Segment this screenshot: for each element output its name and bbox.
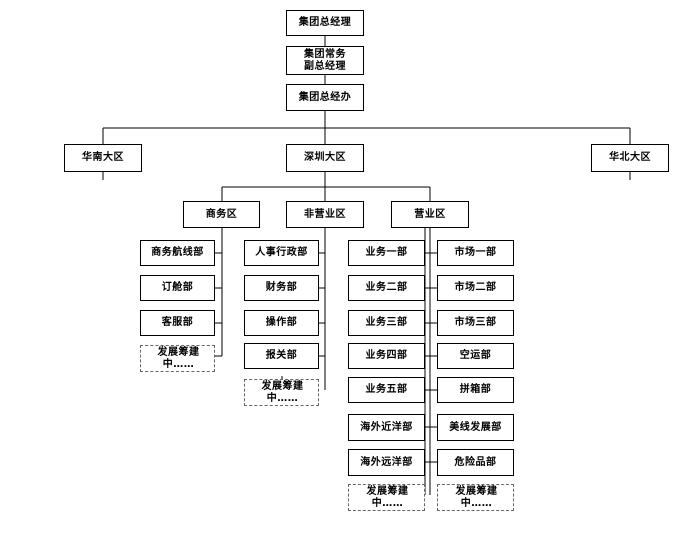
business-dept-label: 客服部 bbox=[161, 317, 194, 328]
business-dept-box: 商务航线部 bbox=[140, 240, 215, 266]
region-shenzhen-label: 深圳大区 bbox=[304, 152, 346, 163]
market-dept-label: 空运部 bbox=[459, 350, 492, 361]
market-dept-box: 市场一部 bbox=[437, 240, 514, 266]
market-dept-box: 市场三部 bbox=[437, 310, 514, 336]
sales-dept-box: 业务二部 bbox=[348, 275, 425, 301]
division-business-label: 商务区 bbox=[205, 208, 238, 220]
market-developing-box: 发展筹建中…… bbox=[437, 484, 514, 511]
market-dept-box: 拼箱部 bbox=[437, 377, 514, 403]
region-south-box: 华南大区 bbox=[64, 144, 142, 172]
non-sales-dept-label: 财务部 bbox=[265, 282, 298, 293]
vp-box: 集团常务 副总经理 bbox=[286, 46, 364, 75]
non-sales-dept-label: 报关部 bbox=[265, 350, 298, 361]
market-dept-label: 市场二部 bbox=[454, 282, 497, 293]
ceo-label: 集团总经理 bbox=[298, 17, 352, 28]
division-sales-box: 营业区 bbox=[391, 201, 469, 228]
sales-dept-label: 业务一部 bbox=[365, 247, 408, 258]
market-dept-label: 拼箱部 bbox=[459, 384, 492, 395]
market-dept-box: 美线发展部 bbox=[437, 414, 514, 441]
market-dept-box: 市场二部 bbox=[437, 275, 514, 301]
market-dept-label: 市场一部 bbox=[454, 247, 497, 258]
sales-dept-box: 海外近洋部 bbox=[348, 414, 425, 441]
market-dept-label: 美线发展部 bbox=[449, 421, 502, 433]
developing-label: 发展筹建中…… bbox=[366, 485, 409, 509]
business-dept-box: 客服部 bbox=[140, 310, 215, 336]
market-dept-label: 危险品部 bbox=[454, 456, 497, 468]
business-dept-label: 商务航线部 bbox=[151, 247, 204, 258]
vp-label-line2: 副总经理 bbox=[304, 60, 346, 72]
market-dept-box: 危险品部 bbox=[437, 449, 514, 476]
non-sales-dept-box: 财务部 bbox=[244, 275, 319, 301]
office-box: 集团总经办 bbox=[286, 84, 364, 111]
office-label: 集团总经办 bbox=[298, 91, 352, 103]
sales-dept-label: 海外远洋部 bbox=[360, 456, 413, 468]
sales-dept-box: 海外远洋部 bbox=[348, 449, 425, 476]
non-sales-dept-label: 人事行政部 bbox=[255, 247, 308, 258]
non-sales-developing-box: 发展筹建中…… bbox=[244, 379, 319, 406]
non-sales-dept-box: 操作部 bbox=[244, 310, 319, 336]
sales-dept-label: 业务四部 bbox=[365, 350, 408, 361]
developing-label: 发展筹建中…… bbox=[261, 380, 304, 404]
division-non-sales-box: 非营业区 bbox=[286, 201, 364, 228]
division-business-box: 商务区 bbox=[183, 201, 260, 228]
developing-label: 发展筹建中…… bbox=[455, 485, 498, 509]
sales-dept-label: 业务三部 bbox=[365, 317, 408, 328]
sales-dept-box: 业务四部 bbox=[348, 343, 425, 369]
ceo-box: 集团总经理 bbox=[286, 10, 364, 36]
region-shenzhen-box: 深圳大区 bbox=[286, 144, 364, 172]
sales-dept-box: 业务五部 bbox=[348, 377, 425, 403]
business-dept-box: 订舱部 bbox=[140, 275, 215, 301]
developing-label: 发展筹建中…… bbox=[157, 346, 200, 370]
business-dept-label: 订舱部 bbox=[161, 282, 194, 293]
region-south-label: 华南大区 bbox=[82, 152, 124, 163]
business-developing-box: 发展筹建中…… bbox=[140, 345, 215, 372]
non-sales-dept-label: 操作部 bbox=[265, 317, 298, 328]
vp-label-line1: 集团常务 bbox=[304, 48, 346, 60]
market-dept-label: 市场三部 bbox=[454, 317, 497, 328]
sales-dept-label: 业务五部 bbox=[365, 384, 408, 395]
division-non-sales-label: 非营业区 bbox=[304, 208, 346, 220]
sales-dept-box: 业务三部 bbox=[348, 310, 425, 336]
sales-dept-box: 业务一部 bbox=[348, 240, 425, 266]
market-dept-box: 空运部 bbox=[437, 343, 514, 369]
division-sales-label: 营业区 bbox=[414, 208, 446, 220]
region-north-box: 华北大区 bbox=[591, 144, 669, 172]
sales-dept-label: 海外近洋部 bbox=[360, 421, 413, 433]
sales-developing-box: 发展筹建中…… bbox=[348, 484, 425, 511]
non-sales-dept-box: 人事行政部 bbox=[244, 240, 319, 266]
region-north-label: 华北大区 bbox=[609, 152, 651, 163]
sales-dept-label: 业务二部 bbox=[365, 282, 408, 293]
non-sales-dept-box: 报关部 bbox=[244, 343, 319, 369]
